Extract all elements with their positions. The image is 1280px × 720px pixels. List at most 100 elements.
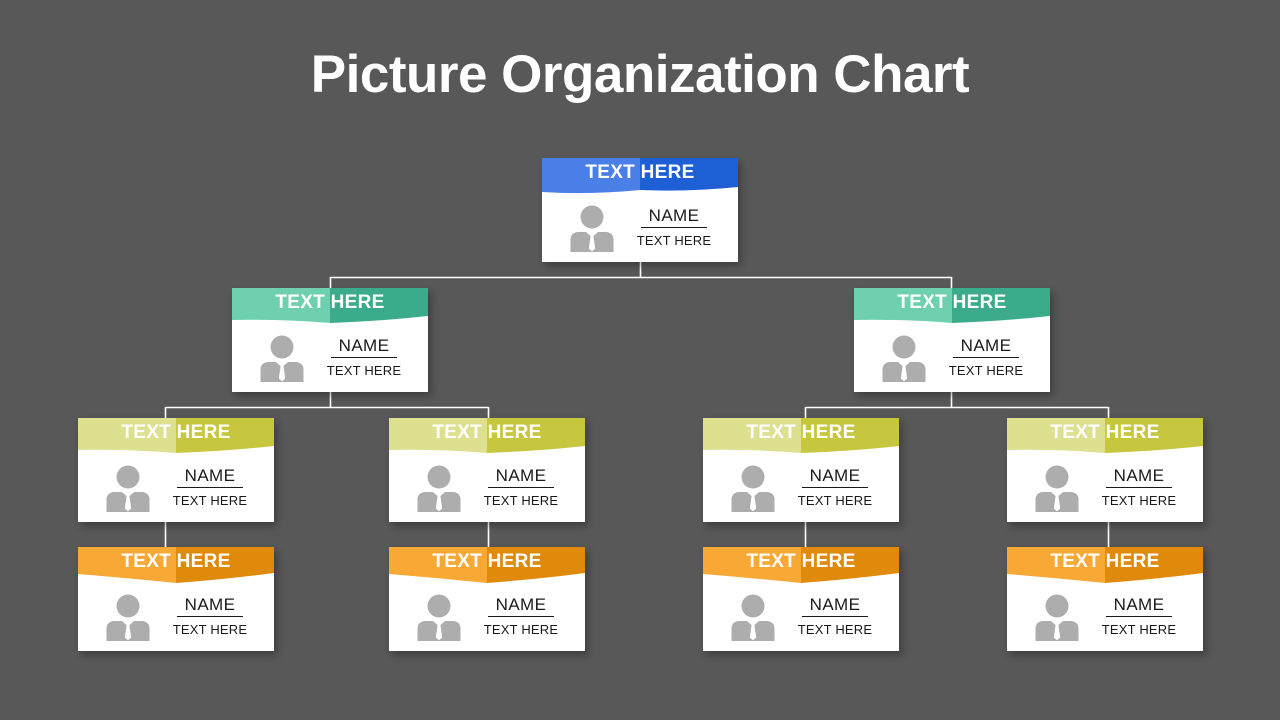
name-block: NAME TEXT HERE [783,595,887,637]
card-header: TEXT HERE [78,418,274,456]
header-left-band [389,418,487,453]
header-left-band [1007,418,1105,453]
header-banner-shape [703,418,899,453]
header-right-band [487,547,585,583]
avatar [254,334,310,382]
card-body: NAME TEXT HERE [542,196,738,262]
card-header: TEXT HERE [78,547,274,585]
card-subtitle: TEXT HERE [483,622,559,637]
header-banner-shape [389,547,585,583]
header-left-band [232,288,330,323]
card-header-label: TEXT HERE [432,422,542,443]
header-right-band [1105,547,1203,583]
card-header-label: TEXT HERE [1050,551,1160,572]
avatar [876,334,932,382]
header-right-band [176,418,274,453]
name-block: NAME TEXT HERE [1087,466,1191,508]
avatar [1029,593,1085,641]
card-subtitle: TEXT HERE [483,493,559,508]
card-header-label: TEXT HERE [432,551,542,572]
card-name: NAME [330,336,398,358]
card-name: NAME [487,595,555,617]
avatar [100,593,156,641]
org-card-green-right[interactable]: TEXT HERE NAME TEXT HERE [854,288,1050,392]
avatar [725,464,781,512]
org-card-orange-3[interactable]: TEXT HERE NAME TEXT HERE [703,547,899,651]
person-silhouette-icon [731,465,775,512]
org-card-orange-1[interactable]: TEXT HERE NAME TEXT HERE [78,547,274,651]
org-card-root[interactable]: TEXT HERE NAME TEXT HERE [542,158,738,262]
card-body: NAME TEXT HERE [1007,456,1203,522]
card-header-label: TEXT HERE [275,292,385,313]
header-left-band [1007,547,1105,583]
person-silhouette-icon [731,594,775,641]
person-silhouette-icon [417,465,461,512]
card-header-label: TEXT HERE [585,162,695,183]
card-subtitle: TEXT HERE [797,622,873,637]
card-body: NAME TEXT HERE [78,456,274,522]
card-body: NAME TEXT HERE [703,585,899,651]
org-card-green-left[interactable]: TEXT HERE NAME TEXT HERE [232,288,428,392]
card-body: NAME TEXT HERE [389,585,585,651]
header-right-band [176,547,274,583]
avatar [411,464,467,512]
header-left-band [389,547,487,583]
header-right-band [640,158,738,191]
org-card-yellow-3[interactable]: TEXT HERE NAME TEXT HERE [703,418,899,522]
header-banner-shape [1007,418,1203,453]
card-subtitle: TEXT HERE [948,363,1024,378]
card-header: TEXT HERE [854,288,1050,326]
card-header-label: TEXT HERE [121,422,231,443]
header-left-band [703,418,801,453]
card-name: NAME [801,595,869,617]
card-name: NAME [1105,466,1173,488]
card-name: NAME [640,206,708,228]
card-header: TEXT HERE [703,418,899,456]
card-subtitle: TEXT HERE [326,363,402,378]
header-left-band [542,158,640,194]
header-banner-shape [1007,547,1203,583]
card-header-label: TEXT HERE [746,422,856,443]
card-header: TEXT HERE [542,158,738,196]
org-card-yellow-4[interactable]: TEXT HERE NAME TEXT HERE [1007,418,1203,522]
header-left-band [703,547,801,583]
org-card-orange-2[interactable]: TEXT HERE NAME TEXT HERE [389,547,585,651]
person-silhouette-icon [417,594,461,641]
card-body: NAME TEXT HERE [232,326,428,392]
person-silhouette-icon [882,335,926,382]
card-header: TEXT HERE [1007,547,1203,585]
name-block: NAME TEXT HERE [934,336,1038,378]
person-silhouette-icon [1035,465,1079,512]
card-name: NAME [952,336,1020,358]
person-silhouette-icon [106,594,150,641]
avatar [100,464,156,512]
card-body: NAME TEXT HERE [703,456,899,522]
card-subtitle: TEXT HERE [172,493,248,508]
card-header: TEXT HERE [389,547,585,585]
person-silhouette-icon [106,465,150,512]
name-block: NAME TEXT HERE [158,595,262,637]
header-banner-shape [703,547,899,583]
name-block: NAME TEXT HERE [1087,595,1191,637]
card-name: NAME [487,466,555,488]
org-card-yellow-1[interactable]: TEXT HERE NAME TEXT HERE [78,418,274,522]
card-name: NAME [176,466,244,488]
card-header: TEXT HERE [703,547,899,585]
person-silhouette-icon [570,205,614,252]
person-silhouette-icon [1035,594,1079,641]
org-card-orange-4[interactable]: TEXT HERE NAME TEXT HERE [1007,547,1203,651]
header-left-band [854,288,952,323]
card-body: NAME TEXT HERE [1007,585,1203,651]
card-header: TEXT HERE [1007,418,1203,456]
name-block: NAME TEXT HERE [622,206,726,248]
org-card-yellow-2[interactable]: TEXT HERE NAME TEXT HERE [389,418,585,522]
card-header-label: TEXT HERE [746,551,856,572]
header-left-band [78,418,176,453]
avatar [411,593,467,641]
name-block: NAME TEXT HERE [158,466,262,508]
card-header-label: TEXT HERE [897,292,1007,313]
header-right-band [330,288,428,323]
header-right-band [1105,418,1203,453]
card-header-label: TEXT HERE [121,551,231,572]
header-left-band [78,547,176,583]
